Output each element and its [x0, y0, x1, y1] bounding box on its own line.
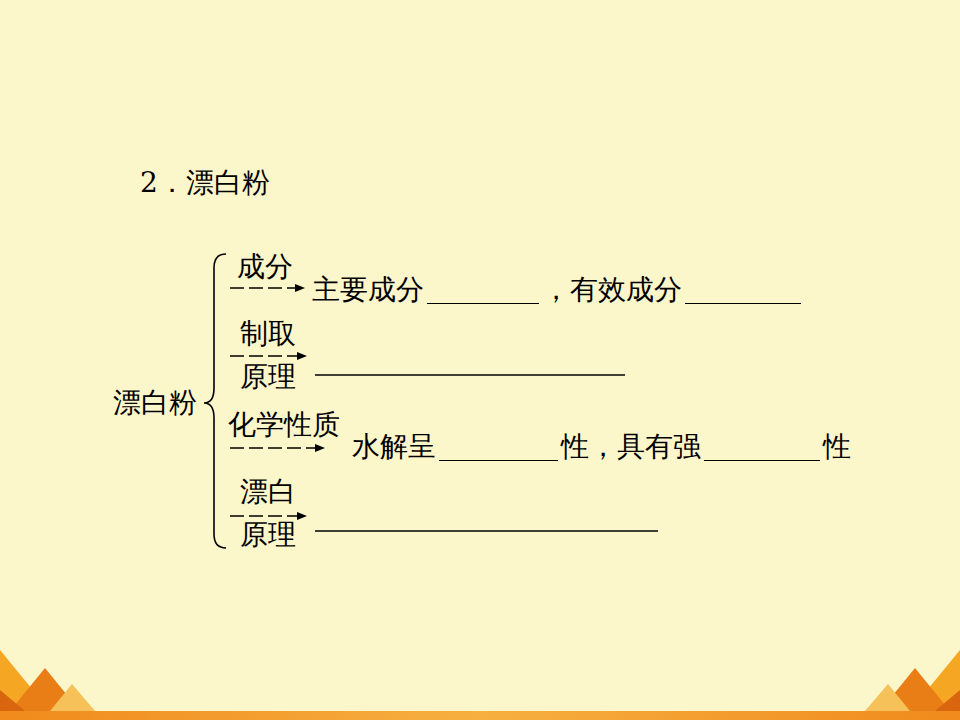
fill-in-blank — [685, 303, 801, 304]
slide-title: 2．漂白粉 — [140, 166, 270, 200]
curly-brace — [204, 254, 226, 548]
question-text: 性 — [823, 430, 851, 464]
question-text: 性，具有强 — [561, 430, 701, 464]
branch-label: 制取 — [240, 317, 296, 351]
corner-triangles-left — [0, 650, 95, 711]
branch-arrow — [230, 355, 306, 357]
bottom-bar — [0, 711, 960, 720]
question-text: 水解呈 — [352, 430, 436, 464]
corner-triangles-right — [865, 650, 960, 711]
root-label: 漂白粉 — [113, 386, 197, 420]
fill-in-blank — [704, 460, 820, 461]
answer-line — [315, 374, 625, 376]
branch-label: 原理 — [240, 360, 296, 394]
fill-in-blank — [427, 303, 539, 304]
branch-label: 成分 — [237, 250, 293, 284]
branch-arrow — [230, 515, 306, 517]
answer-line — [315, 530, 658, 532]
branch-label: 化学性质 — [228, 408, 340, 442]
branch-arrow — [230, 447, 324, 449]
fill-in-blank — [439, 460, 558, 461]
branch-label: 漂白 — [240, 475, 296, 509]
question-text: 主要成分 — [312, 273, 424, 307]
branch-label: 原理 — [240, 518, 296, 552]
question-text: ，有效成分 — [542, 273, 682, 307]
branch-arrow — [230, 287, 304, 289]
